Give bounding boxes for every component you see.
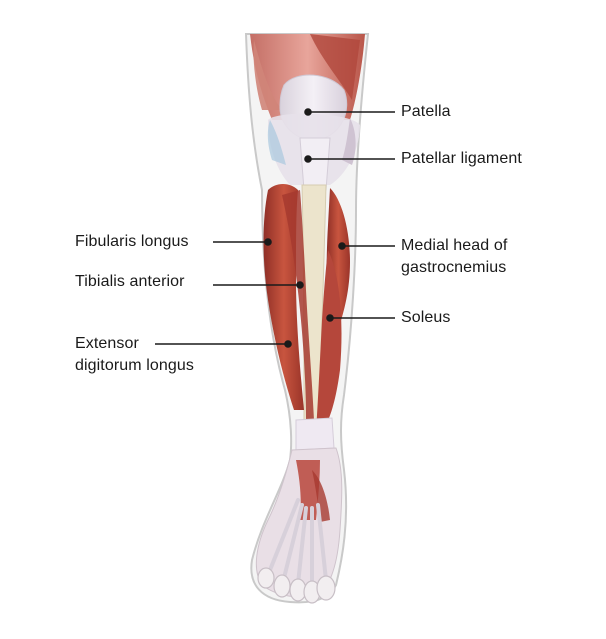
label-soleus: Soleus bbox=[401, 309, 451, 326]
label-patellar-ligament: Patellar ligament bbox=[401, 150, 522, 167]
label-extensor-digitorum-longus: Extensor digitorum longus bbox=[75, 335, 194, 374]
extensor-retinaculum bbox=[295, 417, 335, 451]
leader-lines bbox=[155, 108, 395, 348]
label-patella: Patella bbox=[401, 103, 451, 120]
label-tibialis-anterior: Tibialis anterior bbox=[75, 273, 185, 290]
toes bbox=[257, 567, 336, 604]
tibialis-anterior-muscle bbox=[282, 190, 314, 420]
toe-tendons bbox=[268, 498, 328, 590]
label-medial-head-gastrocnemius: Medial head of gastrocnemius bbox=[401, 237, 508, 276]
patellar-ligament bbox=[299, 137, 331, 191]
label-fibularis-longus: Fibularis longus bbox=[75, 233, 189, 250]
soleus-muscle bbox=[316, 250, 342, 432]
